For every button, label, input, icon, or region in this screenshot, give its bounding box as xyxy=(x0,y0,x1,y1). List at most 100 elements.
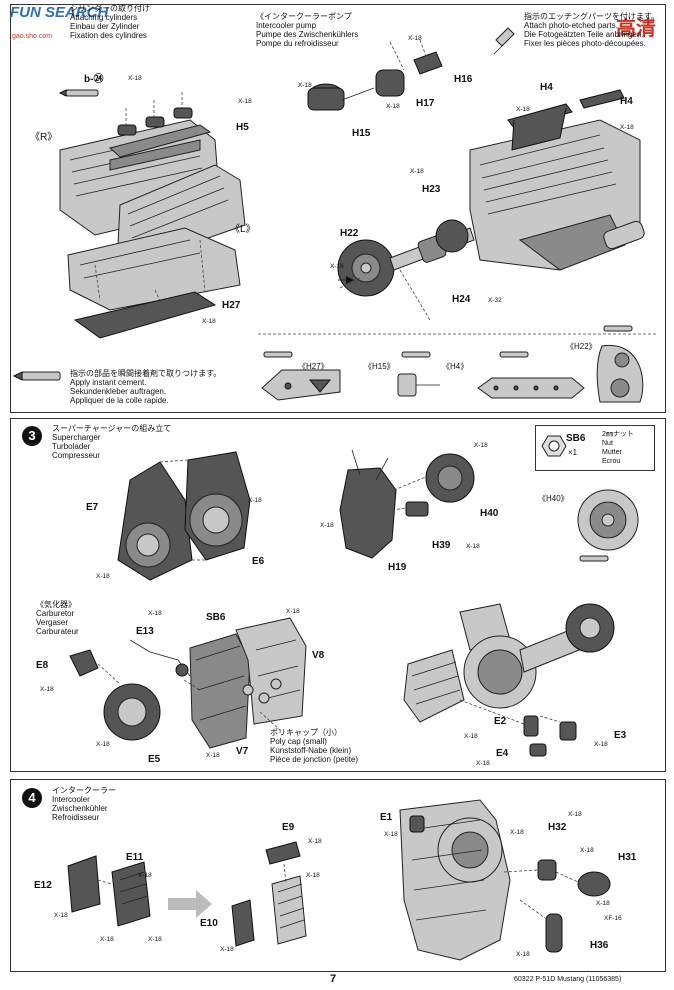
label-h23: H23 xyxy=(422,184,441,195)
polycap-jp: ポリキャップ（小） xyxy=(270,728,342,737)
etched-bar-h4-right xyxy=(579,89,625,109)
step3-number: 3 xyxy=(22,426,42,446)
x18-mark: X-18 xyxy=(308,838,322,845)
nut-text: 2㎜ナット Nut Mutter Ecrou xyxy=(602,430,634,466)
label-h40: H40 xyxy=(480,508,499,519)
label-b24: b-㉔ xyxy=(84,74,104,85)
intercooler-assembled xyxy=(271,875,307,945)
etching-note: 指示のエッチングパーツを付けます。 Attach photo-etched pa… xyxy=(524,12,659,48)
x18-mark: X-18 xyxy=(474,442,488,449)
x18-mark: X-18 xyxy=(148,610,162,617)
nut-fr: Ecrou xyxy=(602,458,621,465)
label-h15: H15 xyxy=(352,128,371,139)
arrow-right-icon xyxy=(168,890,212,918)
pump-fr: Pompe du refroidisseur xyxy=(256,39,339,48)
gear-h22 xyxy=(337,239,395,297)
x18-mark: X-18 xyxy=(596,900,610,907)
step2-panel xyxy=(10,4,666,413)
polycap-fr: Pièce de jonction (petite) xyxy=(270,755,359,764)
label-h16: H16 xyxy=(454,74,473,85)
callout-h40: 《H40》 xyxy=(538,494,569,503)
label-e10: E10 xyxy=(200,918,218,929)
supercharger-assembly xyxy=(403,603,615,723)
x18-mark: X-18 xyxy=(96,741,110,748)
etched-clips xyxy=(117,92,193,136)
parts-e2-e3-e4 xyxy=(523,715,577,757)
page-number: 7 xyxy=(330,973,337,985)
step4-number: 4 xyxy=(22,788,42,808)
callout-h4: 《H4》 xyxy=(442,362,469,371)
label-h36: H36 xyxy=(590,940,609,951)
x18-mark: X-18 xyxy=(138,872,152,879)
engine-front-assembly xyxy=(399,799,511,961)
x18-mark: X-18 xyxy=(220,946,234,953)
carb-de: Vergaser xyxy=(36,618,69,627)
step3-title-fr: Compresseur xyxy=(52,451,101,460)
polycap-note: ポリキャップ（小） Poly cap (small) Kunststoff-Na… xyxy=(270,728,358,764)
nut-qty: ×1 xyxy=(568,448,578,457)
nut-icon xyxy=(541,435,567,457)
housing-e7 xyxy=(117,461,193,581)
callout-h27: 《H27》 xyxy=(298,362,329,371)
label-h17: H17 xyxy=(416,98,435,109)
cement-tube-icon xyxy=(12,371,61,381)
callout-h15: 《H15》 xyxy=(364,362,395,371)
nut-de: Mutter xyxy=(602,449,622,456)
impeller-h40 xyxy=(425,453,475,503)
x18-mark: X-18 xyxy=(202,318,216,325)
x18-mark: X-18 xyxy=(594,741,608,748)
pump-en: Intercooler pump xyxy=(256,21,317,30)
x18-mark: X-18 xyxy=(286,608,300,615)
x18-mark: X-18 xyxy=(54,912,68,919)
etching-icon xyxy=(493,27,515,55)
gear-h23 xyxy=(435,219,469,253)
label-h32: H32 xyxy=(548,822,567,833)
x18-mark: X-18 xyxy=(466,543,480,550)
callout-h4-drawing xyxy=(477,351,585,399)
callout-h22: 《H22》 xyxy=(566,342,597,351)
oil-pan-h27 xyxy=(73,289,217,339)
cylinders-fr: Fixation des cylindres xyxy=(70,31,147,40)
cylinders-jp: シリンダーの取り付け xyxy=(70,4,150,13)
part-h31 xyxy=(577,871,611,897)
cement-fr: Appliquer de la colle rapide. xyxy=(70,396,169,405)
label-r: 《R》 xyxy=(30,132,58,143)
x18-mark: X-18 xyxy=(464,733,478,740)
polycap-en: Poly cap (small) xyxy=(270,737,327,746)
label-v7: V7 xyxy=(236,746,249,757)
gear-e5 xyxy=(103,683,161,741)
x18-mark: X-18 xyxy=(306,872,320,879)
step4-title-de: Zwischenkühler xyxy=(52,804,108,813)
callout-h27-drawing xyxy=(261,351,341,401)
intercooler-pump-heading: 《インタークーラーポンプ Intercooler pump Pumpe des … xyxy=(256,12,358,48)
x18-mark: X-18 xyxy=(516,951,530,958)
housing-e6 xyxy=(184,451,251,561)
glue-tube-icon xyxy=(58,89,99,97)
part-h39 xyxy=(405,501,429,517)
etching-de: Die Fotogeätzten Teile anbringen. xyxy=(524,30,644,39)
pump-h16 xyxy=(413,51,443,75)
watermark-url: gao.sho.com xyxy=(12,32,52,41)
footer-ref: 60322 P-51D Mustang (11056385) xyxy=(514,976,622,983)
crankcase xyxy=(67,227,241,311)
x18-mark: X-18 xyxy=(96,573,110,580)
step4-title: インタークーラー Intercooler Zwischenkühler Refr… xyxy=(52,786,116,822)
nut-en: Nut xyxy=(602,440,613,447)
carb-jp: 《気化器》 xyxy=(36,600,76,609)
x18-mark: X-18 xyxy=(238,98,252,105)
part-e8 xyxy=(69,649,99,677)
cylinders-de: Einbau der Zylinder xyxy=(70,22,140,31)
watermark-logo-text: FUN SEARCH xyxy=(10,4,109,21)
label-e1: E1 xyxy=(380,812,393,823)
x18-mark: X-18 xyxy=(408,35,422,42)
step4-panel xyxy=(10,779,666,972)
label-h24: H24 xyxy=(452,294,471,305)
cylinders-en: Attaching cylinders xyxy=(70,13,138,22)
label-h22: H22 xyxy=(340,228,359,239)
part-h36 xyxy=(545,913,563,953)
engine-assembled xyxy=(469,119,641,271)
nut-code: SB6 xyxy=(566,433,586,444)
x18-mark: X-18 xyxy=(248,497,262,504)
